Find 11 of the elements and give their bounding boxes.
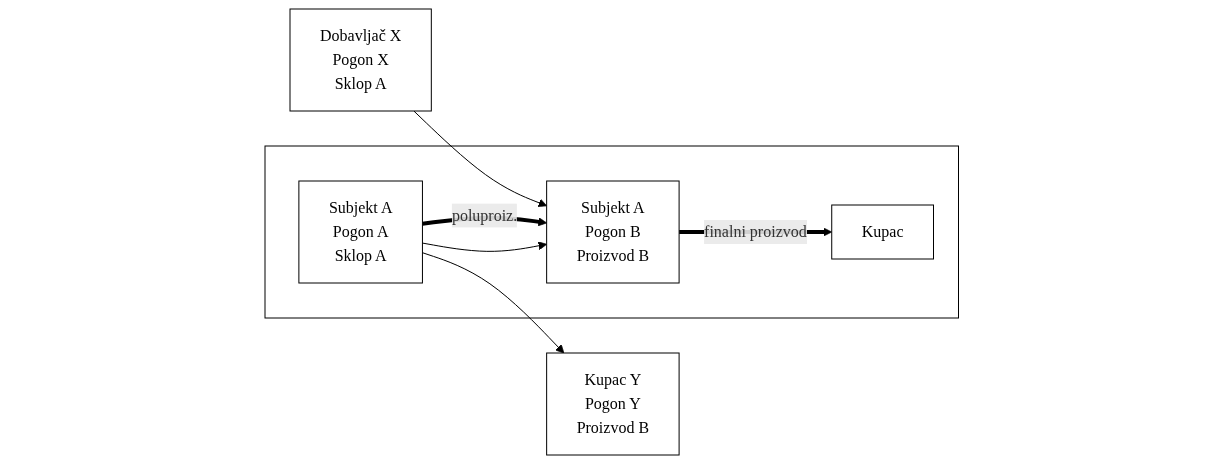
node-box: Dobavljač X Pogon X Sklop A [289, 8, 433, 112]
node-box: Kupac Y Pogon Y Proizvod B [546, 352, 680, 456]
edge-label: finalni proizvod [704, 223, 807, 240]
node-box: Subjekt A Pogon A Sklop A [298, 180, 424, 284]
arrow [413, 110, 548, 207]
arrow [422, 241, 548, 252]
edge-label: poluproiz. [452, 206, 518, 224]
arrow [422, 252, 565, 354]
node-box: Subjekt A Pogon B Proizvod B [546, 180, 680, 284]
node-box: Kupac [831, 204, 935, 260]
cluster [264, 145, 960, 319]
